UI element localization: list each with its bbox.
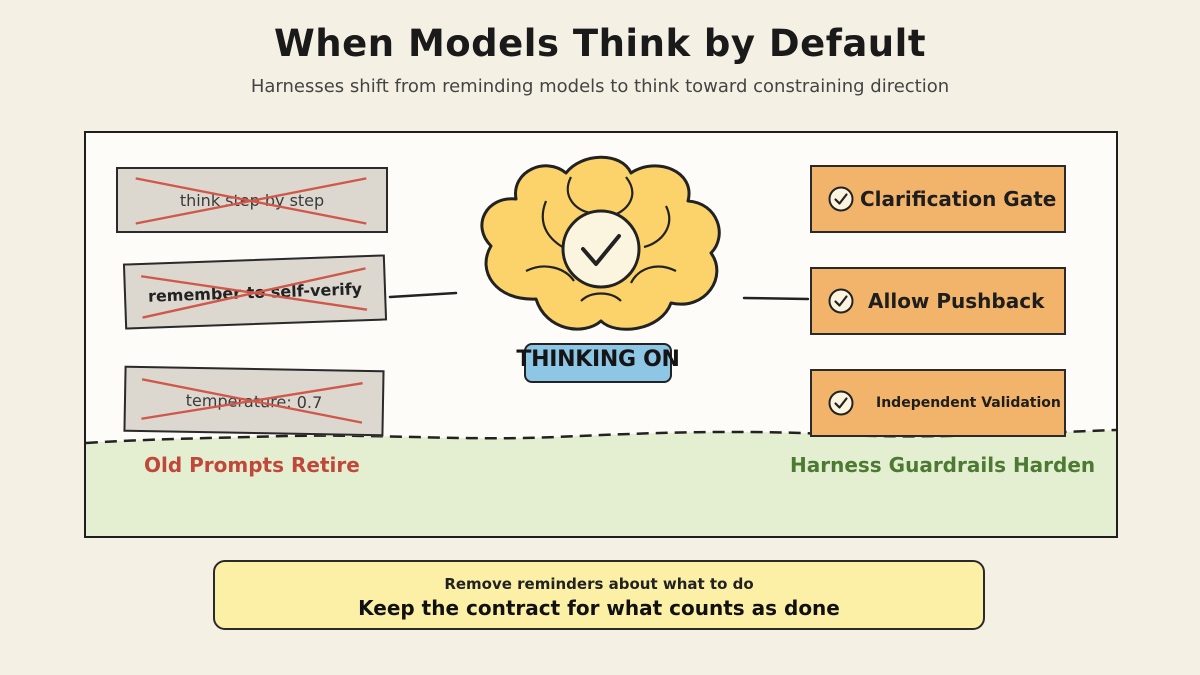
connector-right	[742, 296, 810, 301]
old-prompt-self-verify: remember to self-verify	[122, 254, 388, 330]
check-circle-icon	[828, 390, 854, 416]
check-circle-icon	[828, 186, 854, 212]
cross-out-icon	[141, 378, 363, 424]
summary-callout: Remove reminders about what to do Keep t…	[213, 560, 985, 630]
zone-label-guardrails: Harness Guardrails Harden	[790, 453, 1096, 477]
cross-out-icon	[135, 177, 367, 225]
guardrail-allow-pushback: Allow Pushback	[810, 267, 1066, 335]
guardrail-independent-validation: Independent Validation	[810, 369, 1066, 437]
guardrail-clarification-gate: Clarification Gate	[810, 165, 1066, 233]
callout-line-1: Remove reminders about what to do	[444, 575, 754, 593]
old-prompt-temperature: temperature: 0.7	[123, 365, 385, 437]
thinking-on-badge	[524, 343, 672, 383]
guardrail-label: Clarification Gate	[860, 187, 1057, 211]
callout-line-2: Keep the contract for what counts as don…	[358, 596, 840, 620]
check-circle-icon	[828, 288, 854, 314]
guardrail-label: Allow Pushback	[868, 289, 1045, 313]
connector-left	[388, 291, 458, 299]
page-subtitle: Harnesses shift from reminding models to…	[250, 76, 950, 97]
brain-check-icon	[480, 155, 721, 331]
old-prompt-think-step: think step by step	[116, 167, 388, 233]
thinking-on-label: THINKING ON	[516, 347, 680, 372]
zone-label-old-prompts: Old Prompts Retire	[144, 453, 360, 477]
diagram-panel: think step by step remember to self-veri…	[84, 131, 1118, 538]
page-title: When Models Think by Default	[273, 22, 927, 65]
cross-out-icon	[140, 267, 368, 319]
guardrail-label: Independent Validation	[876, 395, 1061, 411]
